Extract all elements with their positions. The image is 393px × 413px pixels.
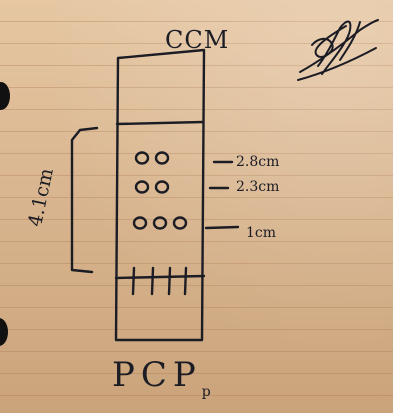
origin-tick [167,266,172,296]
spot-label-1: 2.8cm [236,154,280,170]
distance-bracket [70,126,99,274]
spot [132,216,148,230]
spot-row-2 [134,180,170,194]
origin-ticks [131,266,188,296]
tlc-plate-outline [114,48,206,342]
diagram-title: CCM [165,26,230,54]
solvent-front-line [115,120,205,126]
binder-hole-bottom [0,318,8,346]
plate-bottom-label: PCPp [112,358,211,399]
spot [134,180,150,194]
spot-label-2: 2.3cm [236,179,280,195]
spot [152,216,168,230]
binder-hole-top [0,82,10,110]
spot [154,180,170,194]
label-leader-3 [204,225,240,230]
baseline-line [114,274,206,280]
bottom-label-text: PCP [112,355,202,395]
origin-tick [183,266,188,296]
spot [154,151,170,165]
spot-row-1 [134,151,170,165]
spot-row-3 [132,216,188,230]
bottom-label-subscript: p [201,384,211,400]
spot-label-3: 1cm [246,225,277,241]
signature [297,19,379,81]
spot [134,151,150,165]
origin-tick [150,266,155,296]
origin-tick [131,266,136,296]
spot [172,216,188,230]
